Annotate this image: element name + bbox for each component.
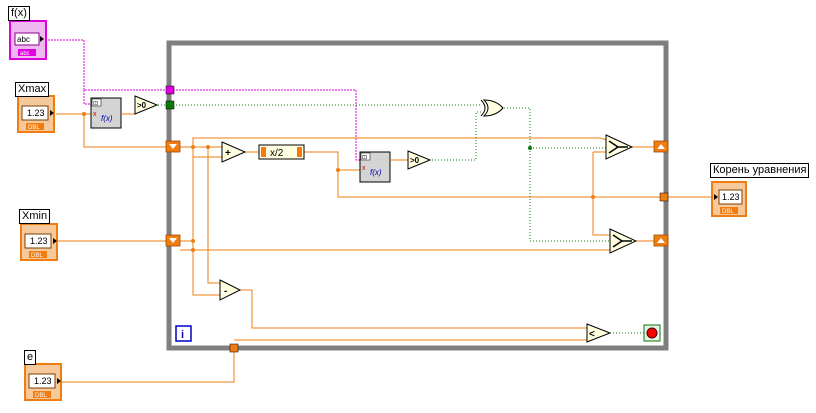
fx-control-text: abc bbox=[17, 35, 30, 44]
xmin-control[interactable]: 1.23 DBL bbox=[20, 223, 58, 261]
while-loop bbox=[166, 40, 669, 351]
select-upper[interactable] bbox=[605, 134, 634, 160]
fx-control-tag: abc bbox=[20, 51, 30, 57]
add-node-text: + bbox=[225, 148, 231, 159]
divide-half-text: x/2 bbox=[270, 148, 284, 159]
formula-node-2-text: f(x) bbox=[370, 168, 382, 177]
divide-half-node[interactable]: x/2 bbox=[258, 144, 305, 160]
formula-node-1-text: f(x) bbox=[101, 114, 113, 123]
shift-register-right-upper bbox=[653, 140, 669, 153]
e-value: 1.23 bbox=[34, 376, 52, 386]
wire-junctions bbox=[82, 112, 595, 252]
add-node[interactable]: + bbox=[221, 141, 247, 163]
e-control[interactable]: 1.23 DBL bbox=[24, 363, 62, 401]
e-tunnel bbox=[229, 343, 239, 353]
string-wires bbox=[48, 39, 361, 161]
xmax-label: Xmax bbox=[15, 82, 50, 97]
fx-control[interactable]: abc abc bbox=[9, 20, 47, 60]
less-than-node[interactable]: < bbox=[586, 323, 612, 343]
shift-register-left-lower bbox=[165, 234, 181, 247]
greater-than-zero-1[interactable]: >0 bbox=[134, 95, 159, 115]
iteration-terminal: i bbox=[175, 325, 192, 342]
greater-than-zero-2-text: >0 bbox=[410, 156, 420, 165]
formula-node-1[interactable]: ⊡ x f(x) bbox=[90, 97, 122, 129]
xmin-label: Xmin bbox=[19, 209, 51, 224]
xmax-type: DBL bbox=[28, 125, 40, 131]
bool-junction bbox=[528, 146, 532, 150]
stop-condition-terminal[interactable] bbox=[643, 324, 661, 342]
xor-gate[interactable] bbox=[480, 99, 504, 117]
root-label: Корень уравнения bbox=[710, 163, 810, 178]
less-than-text: < bbox=[589, 329, 595, 340]
shift-register-left-upper bbox=[165, 140, 181, 153]
e-label: e bbox=[24, 350, 37, 365]
root-type: DBL bbox=[722, 209, 734, 215]
xmin-value: 1.23 bbox=[30, 236, 48, 246]
root-indicator: 1.23 DBL bbox=[711, 181, 747, 217]
e-type: DBL bbox=[35, 393, 47, 399]
formula-node-1-prefix: x bbox=[93, 111, 97, 118]
string-tunnel bbox=[165, 85, 175, 95]
greater-than-zero-1-text: >0 bbox=[137, 101, 147, 110]
formula-node-2-symbol: ⊡ bbox=[362, 155, 367, 161]
output-tunnel bbox=[659, 192, 669, 202]
formula-node-2[interactable]: ⊡ x f(x) bbox=[359, 151, 391, 183]
xmax-value: 1.23 bbox=[27, 108, 45, 118]
subtract-node[interactable]: - bbox=[219, 279, 242, 301]
subtract-node-text: - bbox=[224, 286, 227, 297]
bool-wires bbox=[155, 104, 645, 334]
iteration-terminal-text: i bbox=[181, 329, 184, 341]
xmin-type: DBL bbox=[31, 253, 43, 259]
fx-label: f(x) bbox=[8, 6, 30, 21]
select-lower[interactable] bbox=[609, 228, 638, 254]
formula-node-2-prefix: x bbox=[362, 165, 366, 172]
bool-tunnel bbox=[165, 100, 175, 110]
formula-node-1-symbol: ⊡ bbox=[93, 101, 98, 107]
double-wires bbox=[56, 113, 712, 383]
shift-register-right-lower bbox=[653, 234, 669, 247]
root-value: 1.23 bbox=[722, 192, 740, 202]
xmax-control[interactable]: 1.23 DBL bbox=[17, 95, 55, 133]
greater-than-zero-2[interactable]: >0 bbox=[407, 150, 432, 170]
